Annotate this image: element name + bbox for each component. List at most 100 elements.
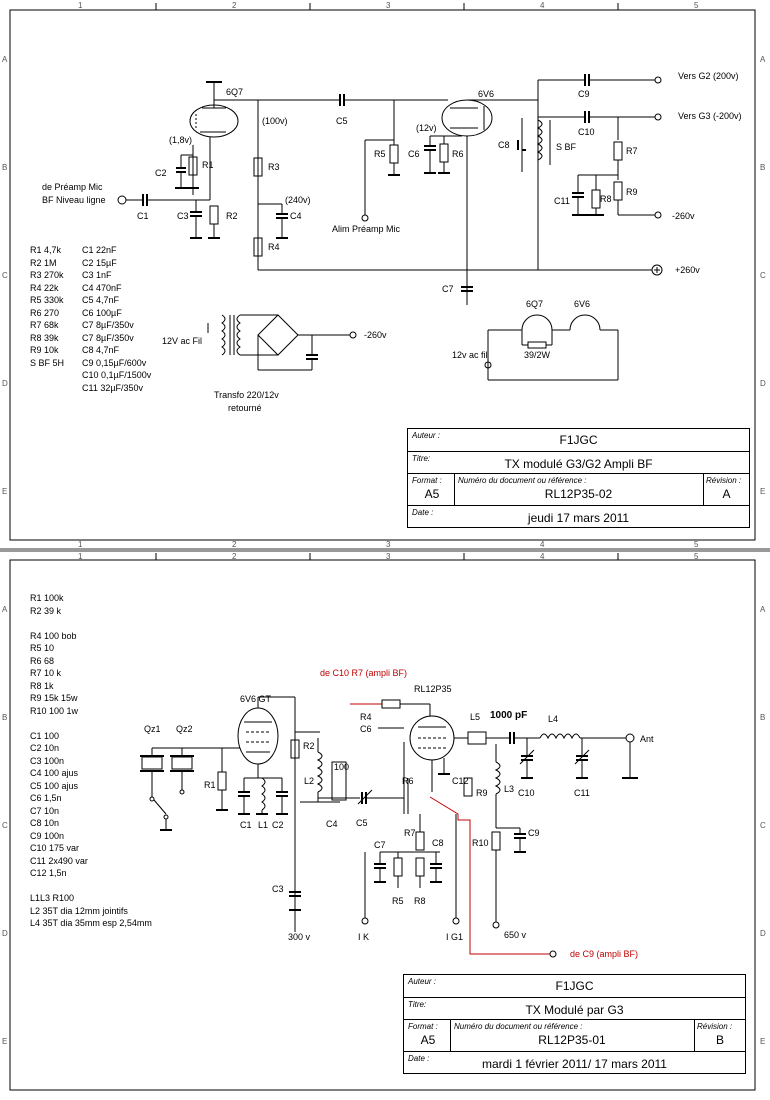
out-vers-g3: Vers G3 (-200v) <box>678 111 742 121</box>
svg-text:L4: L4 <box>548 714 558 724</box>
r3-resistor <box>253 157 263 177</box>
grid-col-5: 5 <box>694 1 699 10</box>
sbf-choke <box>536 119 543 161</box>
svg-text:C: C <box>760 821 766 830</box>
svg-text:2: 2 <box>232 540 237 548</box>
grid-col-1: 1 <box>78 1 83 10</box>
crystal-qz2-label: Qz2 <box>176 724 193 734</box>
filament-ac-label: 12v ac fil <box>452 350 488 360</box>
svg-text:C9: C9 <box>578 89 590 99</box>
svg-text:R8: R8 <box>414 896 426 906</box>
r2-resistor <box>209 205 219 225</box>
schematic-sheet-tx: 1 2 3 4 5 A B C D E A B C D E Qz1 Qz2 6V… <box>0 552 770 1100</box>
svg-text:R10: R10 <box>472 838 489 848</box>
svg-text:C: C <box>760 271 766 280</box>
crystal-qz2 <box>171 756 193 770</box>
from-c10-r7-label: de C10 R7 (ampli BF) <box>320 668 407 678</box>
svg-text:C7: C7 <box>374 840 386 850</box>
r1-resistor <box>188 156 198 176</box>
svg-text:C2: C2 <box>155 168 167 178</box>
l4-coil <box>539 733 581 740</box>
author-value: F1JGC <box>555 979 594 993</box>
svg-text:R6: R6 <box>452 149 464 159</box>
svg-text:C4: C4 <box>326 819 338 829</box>
date-value: mardi 1 février 2011/ 17 mars 2011 <box>482 1057 667 1071</box>
grid-row-labels: A B C D E A B C D E <box>2 605 766 1046</box>
filament-6q7 <box>521 314 553 331</box>
svg-text:4: 4 <box>540 540 545 548</box>
svg-text:A: A <box>760 55 766 64</box>
tube-6v6gt-label: 6V6 GT <box>240 694 272 704</box>
voltage-12: (12v) <box>416 123 437 133</box>
out-p260: +260v <box>675 265 700 275</box>
svg-text:R2: R2 <box>303 741 315 751</box>
doc-ref-value: RL12P35-02 <box>544 487 613 501</box>
author-value: F1JGC <box>559 433 598 447</box>
title-value: TX modulé G3/G2 Ampli BF <box>504 457 653 471</box>
grid-col-4: 4 <box>540 1 545 10</box>
tube-6q7-symbol <box>189 81 239 138</box>
svg-text:(240v): (240v) <box>285 195 311 205</box>
svg-text:A: A <box>760 605 766 614</box>
grid-row-labels: A B C D E A B C D E <box>2 55 766 496</box>
tube-rl12p35-label: RL12P35 <box>414 684 452 694</box>
supply-300v: 300 v <box>288 932 311 942</box>
from-c9-label: de C9 (ampli BF) <box>570 949 638 959</box>
tube-6v6-label: 6V6 <box>478 89 494 99</box>
alim-preamp-label: Alim Préamp Mic <box>332 224 401 234</box>
antenna-label: Ant <box>640 734 654 744</box>
svg-text:D: D <box>760 379 766 388</box>
svg-text:3: 3 <box>386 540 391 548</box>
r4-resistor <box>253 237 263 257</box>
schematic-sheet-ampli-bf: 1 2 3 4 5 1 2 3 4 5 A B C D E A B C D E … <box>0 0 770 548</box>
input-label-preamp: de Préamp Mic <box>42 182 103 192</box>
svg-text:-260v: -260v <box>364 330 387 340</box>
svg-text:E: E <box>2 1037 7 1046</box>
svg-text:retourné: retourné <box>228 403 262 413</box>
svg-text:C8: C8 <box>498 140 510 150</box>
l5-coil <box>467 731 487 745</box>
bridge-rectifier <box>257 314 299 356</box>
supply-650v: 650 v <box>504 930 527 940</box>
svg-text:R5: R5 <box>392 896 404 906</box>
svg-text:S BF: S BF <box>556 142 577 152</box>
svg-text:B: B <box>760 163 765 172</box>
title-block-2: Auteur : F1JGC Titre: TX Modulé par G3 F… <box>403 974 746 1074</box>
svg-text:39/2W: 39/2W <box>524 350 551 360</box>
svg-text:R3: R3 <box>268 162 280 172</box>
svg-text:R7: R7 <box>626 146 638 156</box>
supply-12v-ac: 12V ac Fil <box>162 336 202 346</box>
svg-text:C10: C10 <box>518 788 535 798</box>
svg-text:5: 5 <box>694 552 699 561</box>
crystal-qz1-label: Qz1 <box>144 724 161 734</box>
voltage-100: (100v) <box>262 116 288 126</box>
tube-6v6gt-symbol <box>237 707 279 765</box>
svg-text:C5: C5 <box>336 116 348 126</box>
svg-text:C1: C1 <box>137 211 149 221</box>
grid-col-2: 2 <box>232 1 237 10</box>
l1-coil <box>261 777 266 811</box>
l2-coil <box>316 751 323 793</box>
svg-text:R6: R6 <box>402 776 414 786</box>
svg-text:6V6: 6V6 <box>574 299 590 309</box>
antenna-connector <box>625 733 635 743</box>
svg-text:100: 100 <box>334 762 349 772</box>
svg-text:R5: R5 <box>374 149 386 159</box>
tube-6v6-symbol <box>441 99 493 137</box>
svg-text:C3: C3 <box>177 211 189 221</box>
schematic-ampli-bf: 1 2 3 4 5 1 2 3 4 5 A B C D E A B C D E … <box>2 1 766 548</box>
svg-text:L5: L5 <box>470 712 480 722</box>
svg-text:D: D <box>2 379 8 388</box>
grid-col-labels: 1 2 3 4 5 1 2 3 4 5 <box>78 1 699 548</box>
voltage-18: (1,8v) <box>169 135 192 145</box>
svg-text:1: 1 <box>78 552 83 561</box>
svg-text:4: 4 <box>540 552 545 561</box>
svg-text:R7: R7 <box>404 828 416 838</box>
svg-text:R8: R8 <box>600 194 612 204</box>
sheet-separator <box>0 548 770 552</box>
sheet-frame <box>9 559 756 1091</box>
transfo-label: Transfo 220/12v <box>214 390 279 400</box>
input-label-line: BF Niveau ligne <box>42 195 106 205</box>
svg-text:C11: C11 <box>554 196 570 206</box>
